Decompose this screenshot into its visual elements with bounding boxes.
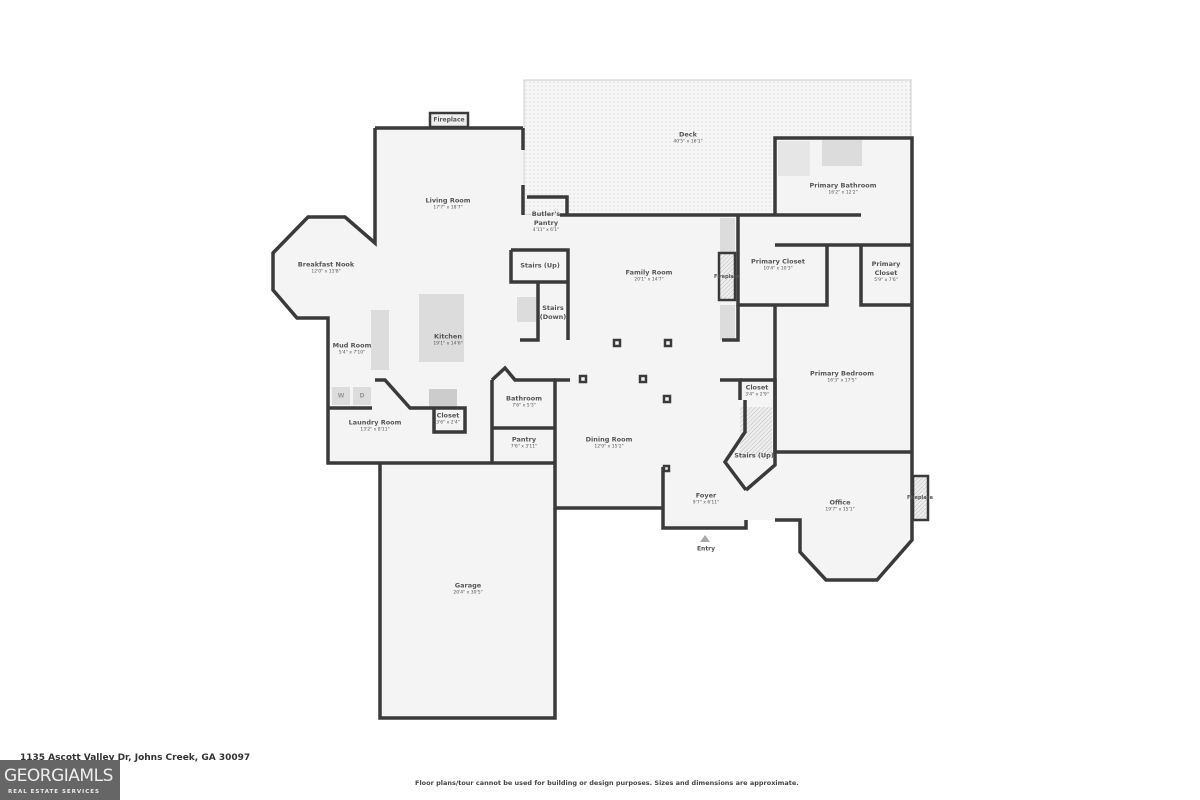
room-name: Laundry Room xyxy=(348,418,402,427)
room-dims: 19'7" x 15'1" xyxy=(825,507,855,513)
room-name: Foyer xyxy=(695,491,717,500)
room-dims: 10'4" x 10'3" xyxy=(763,266,793,272)
room-name: Closet xyxy=(745,383,769,392)
dryer-label: D xyxy=(359,392,365,400)
room-name: Dining Room xyxy=(585,435,633,444)
floor-area xyxy=(273,128,912,718)
room-dims: 12'0" x 11'8" xyxy=(311,269,341,275)
room-dims: 4'11" x 6'1" xyxy=(532,228,560,233)
room-name: Stairs (Up) xyxy=(520,261,560,270)
room-dims: 16'3" x 17'5" xyxy=(827,378,857,384)
logo-main-text: GEORGIAMLS xyxy=(4,766,113,786)
entry-arrow-icon xyxy=(700,535,710,542)
room-name: Kitchen xyxy=(434,332,462,341)
room-dims: 7'6" x 3'11" xyxy=(510,444,538,450)
room-dims: 7'6" x 5'3" xyxy=(512,403,536,409)
room-name: Office xyxy=(829,498,851,507)
room-name: Pantry xyxy=(511,435,537,444)
room-stairs-up: Stairs (Up) xyxy=(520,262,560,271)
room-name: Deck xyxy=(679,130,697,139)
room-dims: 40'5" x 16'1" xyxy=(673,139,703,145)
room-dims: 20'1" x 14'7" xyxy=(634,277,664,283)
room-dims: 9'7" x 6'11" xyxy=(692,500,720,506)
fixtures xyxy=(332,140,862,457)
room-dims: 19'1" x 14'6" xyxy=(433,341,463,347)
fireplace-label: Fireplace xyxy=(713,274,741,280)
fireplace-label: Fireplace xyxy=(906,495,934,501)
columns xyxy=(578,338,673,473)
room-name: Primary Closet xyxy=(871,260,901,277)
room-name: Living Room xyxy=(425,196,471,205)
disclaimer-text: Floor plans/tour cannot be used for buil… xyxy=(415,779,799,787)
fireplace-label: Fireplace xyxy=(433,116,465,124)
room-dims: 17'7" x 18'7" xyxy=(433,205,463,211)
washer-label: W xyxy=(337,392,345,400)
room-dims: 20'4" x 30'5" xyxy=(453,590,483,596)
logo-sub-text: REAL ESTATE SERVICES xyxy=(8,789,100,795)
fireplace-family-icon xyxy=(717,251,737,302)
room-name: Family Room xyxy=(625,268,673,277)
room-dims: 13'2" x 8'11" xyxy=(360,427,390,433)
room-name: Mud Room xyxy=(332,341,372,350)
room-name: Stairs (Up) xyxy=(734,451,774,460)
room-name: Butler's Pantry xyxy=(531,210,561,227)
room-name: Breakfast Nook xyxy=(297,260,355,269)
room-name: Primary Bathroom xyxy=(809,181,877,190)
room-dims: 3'4" x 2'9" xyxy=(745,392,769,398)
entry-label: Entry xyxy=(696,545,716,553)
property-address: 1135 Ascott Valley Dr, Johns Creek, GA 3… xyxy=(20,753,251,763)
room-name: Primary Bedroom xyxy=(810,369,874,378)
room-dims: 5'9" x 7'6" xyxy=(874,278,898,283)
room-dims: 12'9" x 15'2" xyxy=(594,444,624,450)
room-dims: 5'4" x 7'10" xyxy=(338,350,366,356)
room-dims: 3'6" x 2'4" xyxy=(436,420,460,426)
room-name: Closet xyxy=(436,411,460,420)
walls xyxy=(271,126,914,720)
room-stairs-down: Stairs (Down) xyxy=(539,304,567,322)
room-name: Garage xyxy=(454,581,482,590)
room-name: Stairs (Down) xyxy=(539,304,567,321)
georgia-mls-logo: GEORGIAMLS REAL ESTATE SERVICES xyxy=(0,760,120,800)
room-dims: 16'2" x 12'2" xyxy=(828,190,858,196)
room-stairs-up-foyer: Stairs (Up) xyxy=(734,452,774,461)
room-name: Primary Closet xyxy=(751,257,805,266)
room-name: Bathroom xyxy=(506,394,542,403)
